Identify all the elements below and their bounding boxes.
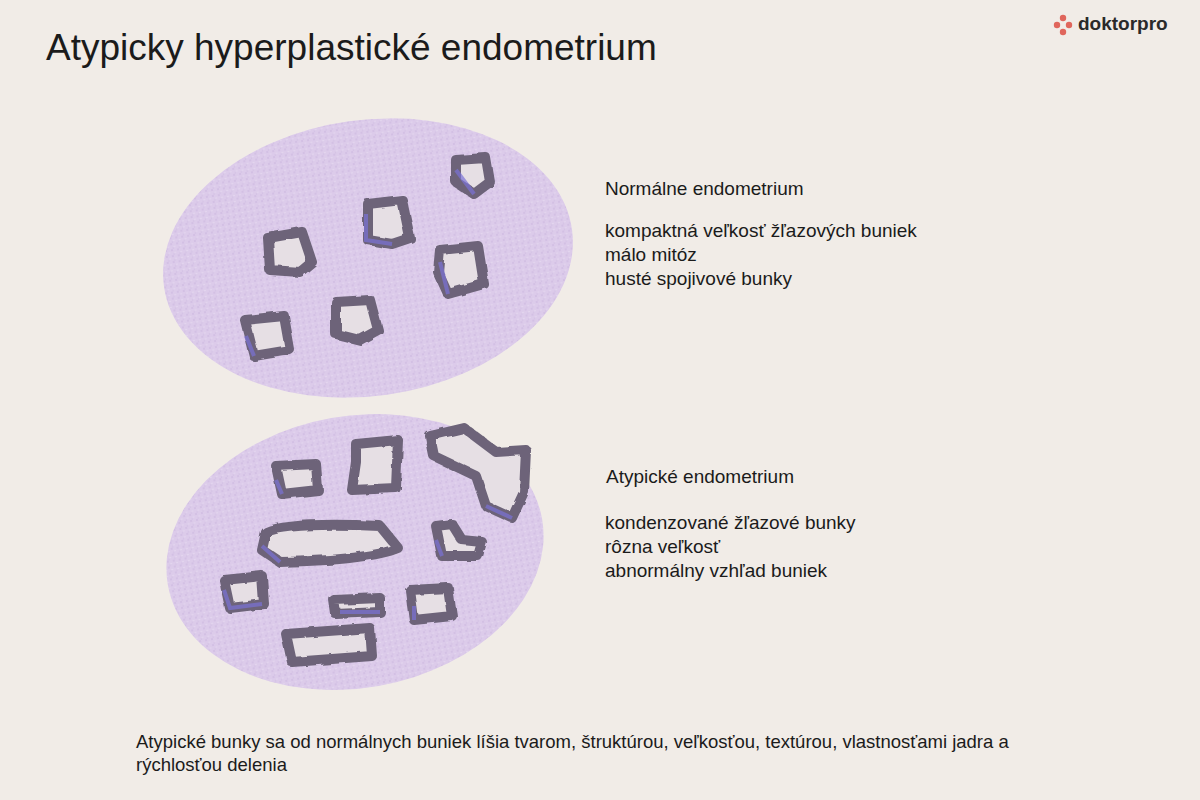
normal-tissue	[145, 93, 591, 424]
feature-text: abnormálny vzhľad buniek	[605, 560, 827, 583]
caption-text: Atypické bunky sa od normálnych buniek l…	[136, 730, 1066, 776]
atypical-tissue	[144, 385, 565, 719]
feature-text: rôzna veľkosť	[605, 536, 720, 559]
feature-text: málo mitóz	[605, 244, 697, 267]
section-heading: Atypické endometrium	[606, 466, 794, 489]
logo-text: doktorpro	[1078, 13, 1168, 36]
diagram-title: Atypicky hyperplastické endometrium	[46, 26, 657, 70]
section-heading: Normálne endometrium	[605, 178, 804, 201]
feature-text: kondenzované žľazové bunky	[605, 512, 856, 535]
feature-text: husté spojivové bunky	[605, 268, 792, 291]
logo-icon	[1054, 15, 1072, 35]
feature-text: kompaktná veľkosť žľazových buniek	[605, 220, 917, 243]
